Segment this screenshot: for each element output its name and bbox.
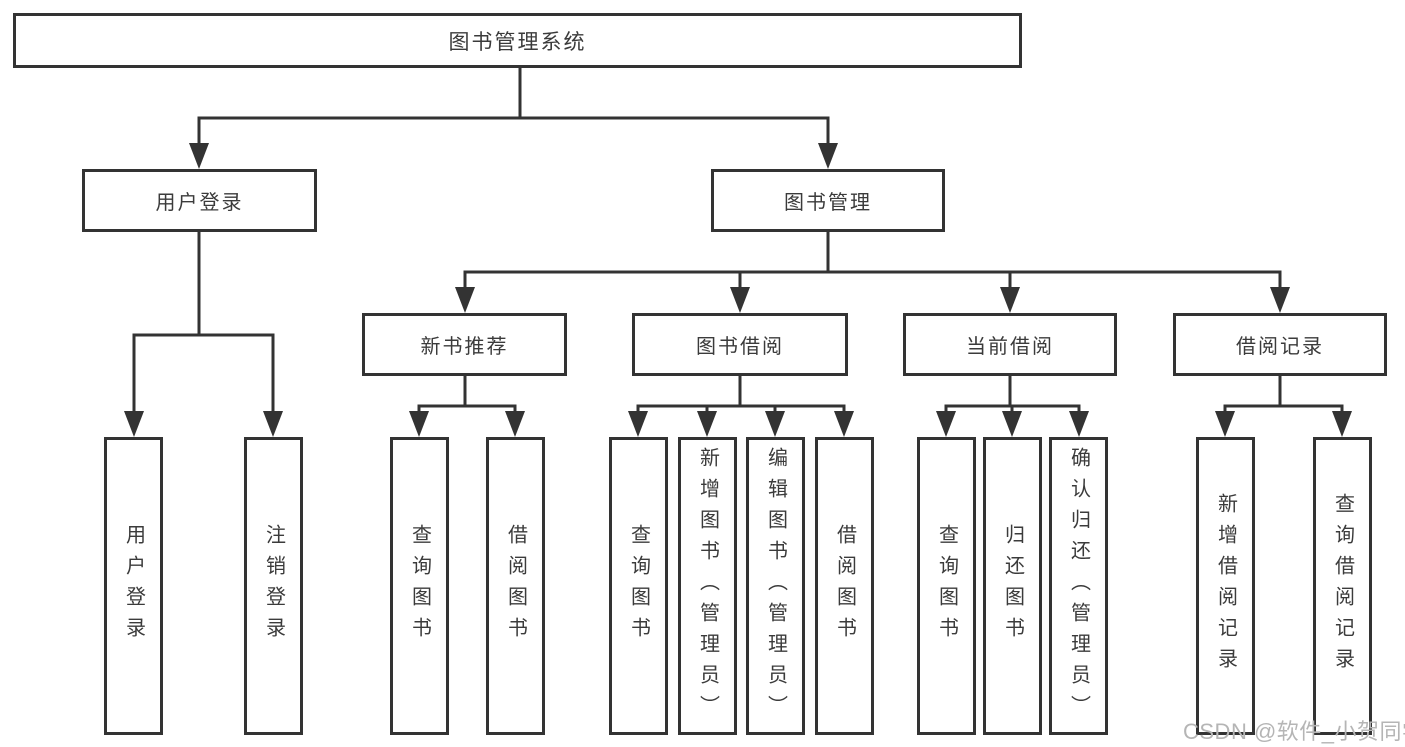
leaf-borrow-books-borrowing: 借阅图书 <box>815 437 874 735</box>
connector-user-login-to-leaves <box>124 230 283 437</box>
connector-records-to-leaves <box>1215 374 1352 437</box>
connector-root-to-branches <box>189 66 838 169</box>
leaf-return-books: 归还图书 <box>983 437 1042 735</box>
connector-borrowing-to-leaves <box>628 374 854 437</box>
leaf-logout: 注销登录 <box>244 437 303 735</box>
leaf-query-books-recommend: 查询图书 <box>390 437 449 735</box>
leaf-add-book-admin: 新增图书（管理员） <box>678 437 737 735</box>
leaf-confirm-return-admin: 确认归还（管理员） <box>1049 437 1108 735</box>
leaf-add-borrow-record: 新增借阅记录 <box>1196 437 1255 735</box>
node-new-book-recommend: 新书推荐 <box>362 313 567 376</box>
csdn-watermark: CSDN @软件_小贺同学 <box>1183 719 1405 744</box>
node-book-borrowing: 图书借阅 <box>632 313 848 376</box>
leaf-user-login: 用户登录 <box>104 437 163 735</box>
connector-new-book-to-leaves <box>409 374 525 437</box>
leaf-query-books-borrowing: 查询图书 <box>609 437 668 735</box>
node-book-management: 图书管理 <box>711 169 945 232</box>
leaf-query-books-current: 查询图书 <box>917 437 976 735</box>
connector-book-mgmt-to-modules <box>455 229 1290 313</box>
leaf-query-borrow-record: 查询借阅记录 <box>1313 437 1372 735</box>
node-current-borrowing: 当前借阅 <box>903 313 1117 376</box>
node-library-system: 图书管理系统 <box>13 13 1022 68</box>
leaf-edit-book-admin: 编辑图书（管理员） <box>746 437 805 735</box>
node-user-login: 用户登录 <box>82 169 317 232</box>
leaf-borrow-books-recommend: 借阅图书 <box>486 437 545 735</box>
node-borrow-records: 借阅记录 <box>1173 313 1387 376</box>
connector-current-to-leaves <box>936 374 1089 437</box>
